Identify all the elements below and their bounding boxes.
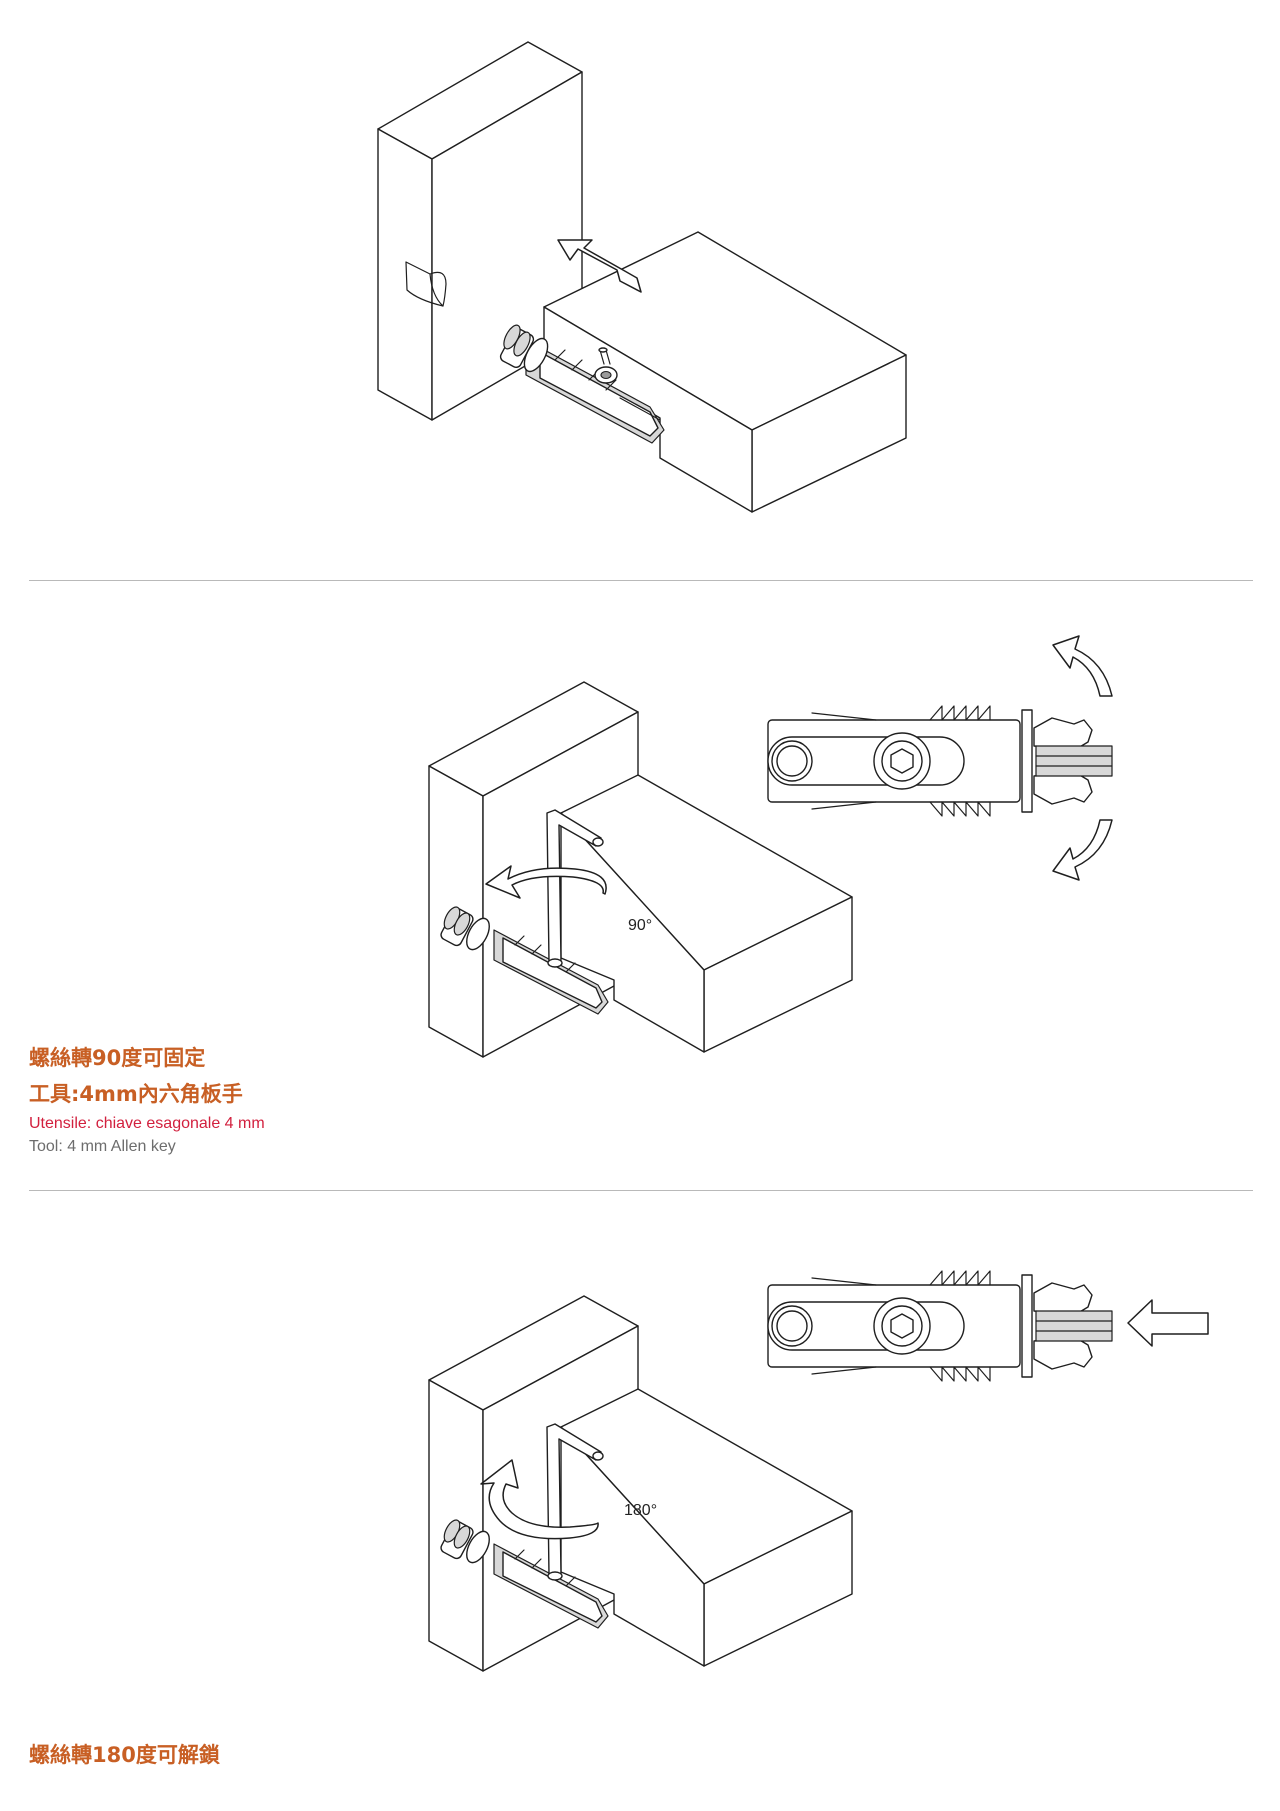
allen-key [546, 1423, 604, 1581]
horizontal-panel [560, 774, 853, 1053]
step1-figure [0, 0, 1280, 580]
unlock-caption-zh: 螺絲轉180度可解鎖 [29, 1743, 220, 1767]
rotate-up-arrow [1052, 635, 1113, 697]
section-divider-2 [29, 1190, 1253, 1191]
lock-caption-zh-line2: 工具:4mm內六角板手 [29, 1082, 243, 1106]
fitting-detail-view [767, 705, 1113, 817]
fitting-detail-view [767, 1270, 1113, 1382]
push-left-arrow [1127, 1299, 1209, 1347]
angle-label-180: 180° [624, 1502, 657, 1519]
unlock-caption: 螺絲轉180度可解鎖 [29, 1737, 220, 1773]
horizontal-panel [560, 1388, 853, 1667]
step3-unlock-diagram: 180° [428, 1270, 1209, 1672]
lock-caption-it: Utensile: chiave esagonale 4 mm [29, 1115, 265, 1132]
step2-figure: 90° [0, 600, 1280, 1100]
rotate-down-arrow [1052, 819, 1113, 881]
connector-fitting [499, 324, 665, 444]
step2-lock-diagram: 90° [428, 635, 1113, 1058]
angle-label-90: 90° [628, 917, 652, 934]
section-divider-1 [29, 580, 1253, 581]
connector-fitting [440, 906, 609, 1015]
lock-caption: 螺絲轉90度可固定 工具:4mm內六角板手 Utensile: chiave e… [29, 1040, 265, 1158]
rotation-arrow-180 [480, 1459, 599, 1540]
step1-assembly-diagram [377, 41, 907, 513]
allen-key [546, 809, 604, 968]
step3-figure: 180° [0, 1205, 1280, 1695]
lock-caption-zh-line1: 螺絲轉90度可固定 [29, 1046, 206, 1070]
connector-fitting [440, 1519, 609, 1629]
insert-direction-arrow [557, 239, 642, 293]
lock-caption-en: Tool: 4 mm Allen key [29, 1138, 176, 1155]
rotation-arrow-90 [485, 865, 607, 899]
